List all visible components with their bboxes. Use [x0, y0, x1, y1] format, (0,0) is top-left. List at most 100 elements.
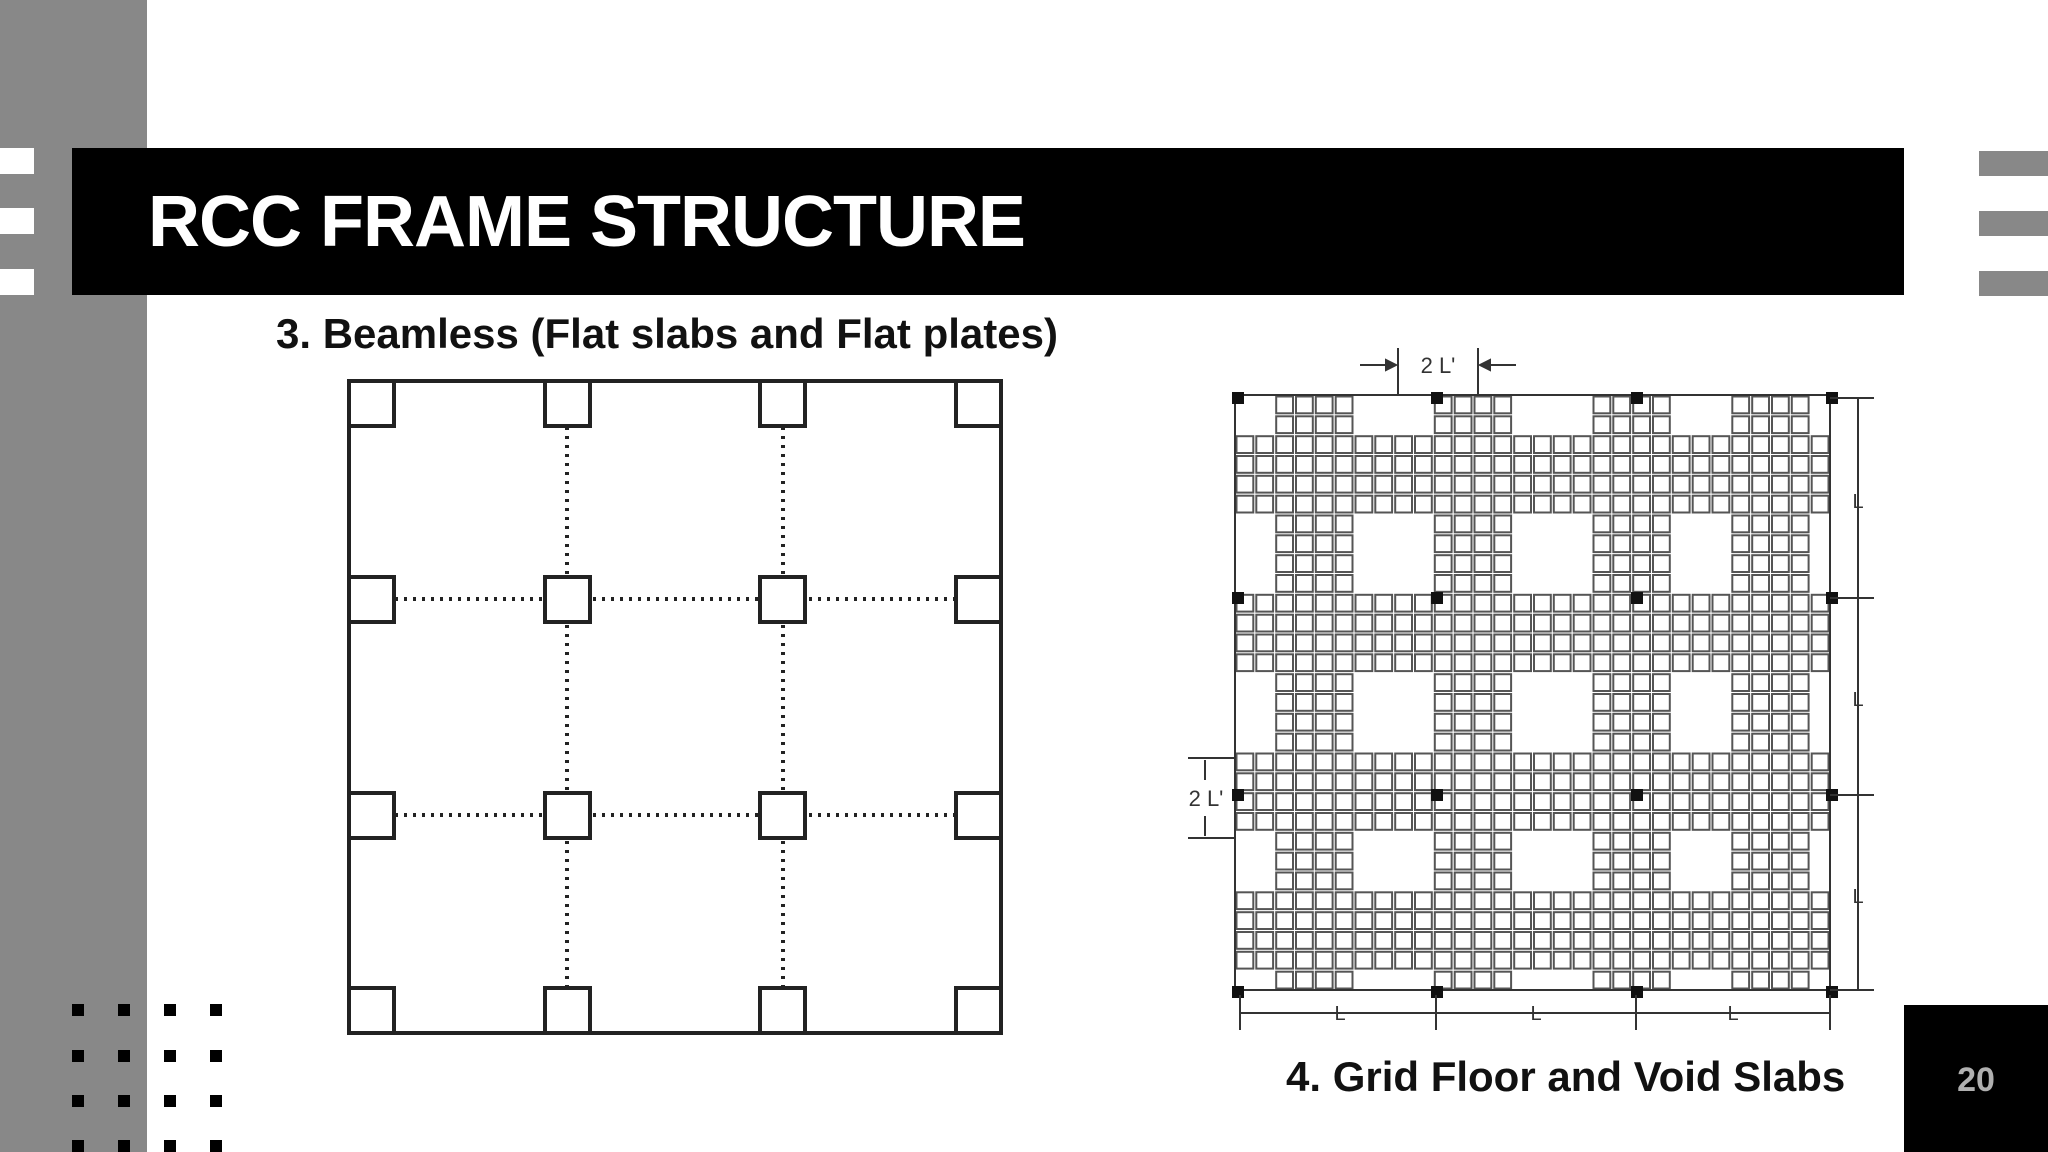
waffle-coffer [1513, 931, 1533, 950]
waffle-coffer [1652, 673, 1671, 693]
waffle-coffer [1691, 653, 1711, 673]
waffle-coffer [1433, 494, 1453, 514]
waffle-coffer [1334, 950, 1354, 970]
waffle-coffer [1394, 772, 1413, 792]
waffle-coffer [1414, 435, 1433, 454]
waffle-coffer [1771, 593, 1790, 613]
waffle-coffer [1731, 633, 1751, 653]
waffle-coffer [1255, 772, 1275, 792]
waffle-coffer [1592, 812, 1612, 831]
waffle-coffer [1810, 593, 1830, 613]
waffle-coffer [1473, 891, 1493, 911]
column-point [1631, 392, 1643, 404]
waffle-coffer [1632, 752, 1652, 772]
flat-slab-caption: 3. Beamless (Flat slabs and Flat plates) [276, 310, 1058, 357]
waffle-coffer [1354, 633, 1374, 653]
waffle-coffer [1354, 891, 1374, 911]
waffle-coffer [1612, 613, 1632, 633]
waffle-coffer [1275, 851, 1294, 871]
waffle-coffer [1354, 653, 1374, 673]
waffle-coffer [1255, 633, 1275, 653]
right-dimension-label-2: L [1852, 689, 1863, 711]
waffle-coffer [1295, 792, 1314, 812]
waffle-coffer [1771, 494, 1790, 514]
waffle-coffer [1790, 772, 1810, 792]
waffle-coffer [1632, 534, 1652, 554]
waffle-coffer [1810, 772, 1830, 792]
waffle-coffer [1790, 574, 1810, 593]
waffle-coffer [1275, 653, 1294, 673]
waffle-coffer [1751, 613, 1771, 633]
waffle-coffer [1632, 970, 1652, 990]
column-point [1431, 986, 1443, 998]
waffle-coffer [1414, 792, 1433, 812]
waffle-coffer [1731, 514, 1751, 534]
waffle-coffer [1652, 494, 1671, 514]
waffle-coffer [1513, 812, 1533, 831]
waffle-coffer [1533, 752, 1552, 772]
waffle-coffer [1513, 613, 1533, 633]
waffle-coffer [1652, 653, 1671, 673]
waffle-coffer [1652, 693, 1671, 712]
waffle-coffer [1671, 435, 1691, 454]
left-dimension-label: 2 L' [1189, 786, 1224, 811]
waffle-coffer [1533, 653, 1552, 673]
waffle-coffer [1731, 871, 1751, 891]
waffle-coffer [1533, 613, 1552, 633]
waffle-coffer [1533, 772, 1552, 792]
waffle-coffer [1433, 950, 1453, 970]
waffle-coffer [1414, 911, 1433, 931]
column-point [1631, 986, 1643, 998]
column-point [1232, 392, 1244, 404]
waffle-coffer [1572, 633, 1592, 653]
waffle-coffer [1374, 792, 1394, 812]
waffle-coffer [1810, 891, 1830, 911]
waffle-coffer [1275, 514, 1294, 534]
waffle-coffer [1711, 494, 1731, 514]
waffle-coffer [1790, 891, 1810, 911]
waffle-coffer [1354, 494, 1374, 514]
waffle-coffer [1235, 613, 1255, 633]
bottom-dimension-label-1: L [1334, 1003, 1345, 1025]
waffle-coffer [1652, 772, 1671, 792]
waffle-coffer [1632, 435, 1652, 454]
waffle-coffer [1691, 812, 1711, 831]
waffle-coffer [1433, 831, 1453, 851]
waffle-coffer [1652, 593, 1671, 613]
waffle-coffer [1314, 435, 1334, 454]
top-dimension-label: 2 L' [1421, 353, 1456, 378]
waffle-coffer [1652, 831, 1671, 851]
waffle-coffer [1493, 653, 1513, 673]
waffle-coffer [1334, 792, 1354, 812]
waffle-coffer [1771, 534, 1790, 554]
waffle-coffer [1790, 851, 1810, 871]
waffle-coffer [1632, 613, 1652, 633]
waffle-coffer [1652, 851, 1671, 871]
waffle-coffer [1314, 693, 1334, 712]
waffle-coffer [1473, 950, 1493, 970]
waffle-coffer [1374, 653, 1394, 673]
waffle-coffer [1691, 613, 1711, 633]
waffle-coffer [1711, 593, 1731, 613]
waffle-coffer [1314, 534, 1334, 554]
waffle-coffer [1453, 792, 1473, 812]
waffle-coffer [1771, 514, 1790, 534]
waffle-coffer [1731, 474, 1751, 494]
waffle-coffer [1255, 911, 1275, 931]
waffle-coffer [1374, 891, 1394, 911]
waffle-coffer [1275, 395, 1294, 415]
waffle-coffer [1592, 693, 1612, 712]
waffle-coffer [1612, 574, 1632, 593]
waffle-coffer [1433, 415, 1453, 435]
waffle-coffer [1493, 891, 1513, 911]
bottom-dimension-label-2: L [1530, 1003, 1541, 1025]
waffle-coffer [1275, 931, 1294, 950]
waffle-coffer [1612, 593, 1632, 613]
column-point [1631, 592, 1643, 604]
waffle-coffer [1533, 950, 1552, 970]
waffle-coffer [1572, 891, 1592, 911]
waffle-coffer [1592, 931, 1612, 950]
waffle-coffer [1314, 871, 1334, 891]
waffle-coffer [1314, 970, 1334, 990]
waffle-coffer [1295, 554, 1314, 573]
